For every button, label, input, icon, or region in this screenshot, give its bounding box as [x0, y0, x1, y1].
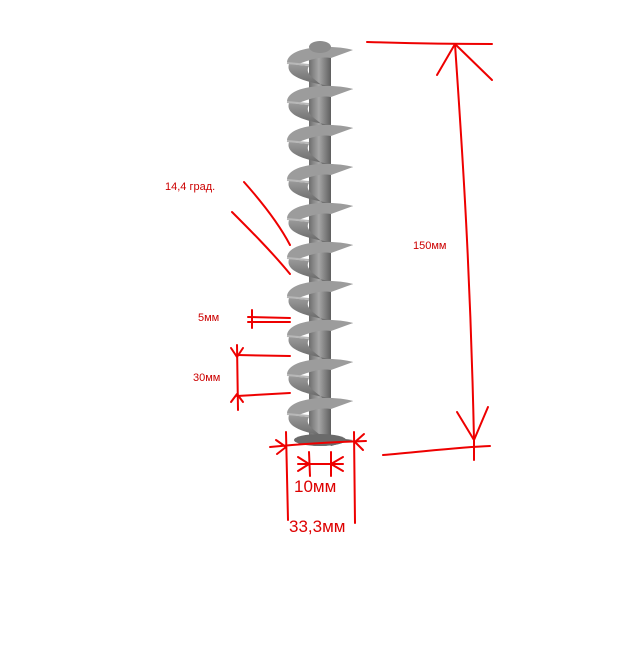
auger-flight-edge: [286, 413, 310, 417]
pitch-dimension: [230, 344, 291, 411]
auger-flight-edge: [286, 335, 310, 339]
auger-flight-back: [287, 124, 353, 144]
auger-flight-back: [287, 358, 353, 378]
auger-flight-back: [287, 163, 353, 183]
outer-diameter-dimension: [269, 431, 367, 524]
length-label: 150мм: [413, 240, 446, 252]
auger-flight-back: [287, 280, 353, 300]
auger-flight-edge: [286, 140, 310, 144]
auger-flight-edge: [286, 218, 310, 222]
pitch-label: 30мм: [193, 372, 220, 384]
auger-tip: [309, 41, 331, 53]
annotations: [230, 41, 493, 524]
outer-diameter-label: 33,3мм: [289, 517, 345, 536]
thickness-dimension: [247, 309, 291, 329]
auger-flight-back: [287, 85, 353, 105]
auger-flight-back: [287, 202, 353, 222]
angle-label: 14,4 град.: [165, 181, 215, 193]
auger-flight-back: [287, 319, 353, 339]
auger-flight-back: [287, 397, 353, 417]
auger-flight-edge: [286, 101, 310, 105]
auger-flight-edge: [286, 257, 310, 261]
auger-flight-edge: [286, 62, 310, 66]
thickness-label: 5мм: [198, 312, 219, 324]
auger-flight-edge: [286, 179, 310, 183]
auger-screw: [286, 41, 353, 446]
angle-leader: [231, 181, 291, 275]
auger-flight-edge: [286, 374, 310, 378]
length-dimension: [366, 41, 493, 461]
auger-flight-back: [287, 241, 353, 261]
shaft-diameter-label: 10мм: [294, 477, 336, 496]
shaft-diameter-dimension: [297, 451, 344, 477]
auger-flight-back: [287, 46, 353, 66]
auger-flight-edge: [286, 296, 310, 300]
